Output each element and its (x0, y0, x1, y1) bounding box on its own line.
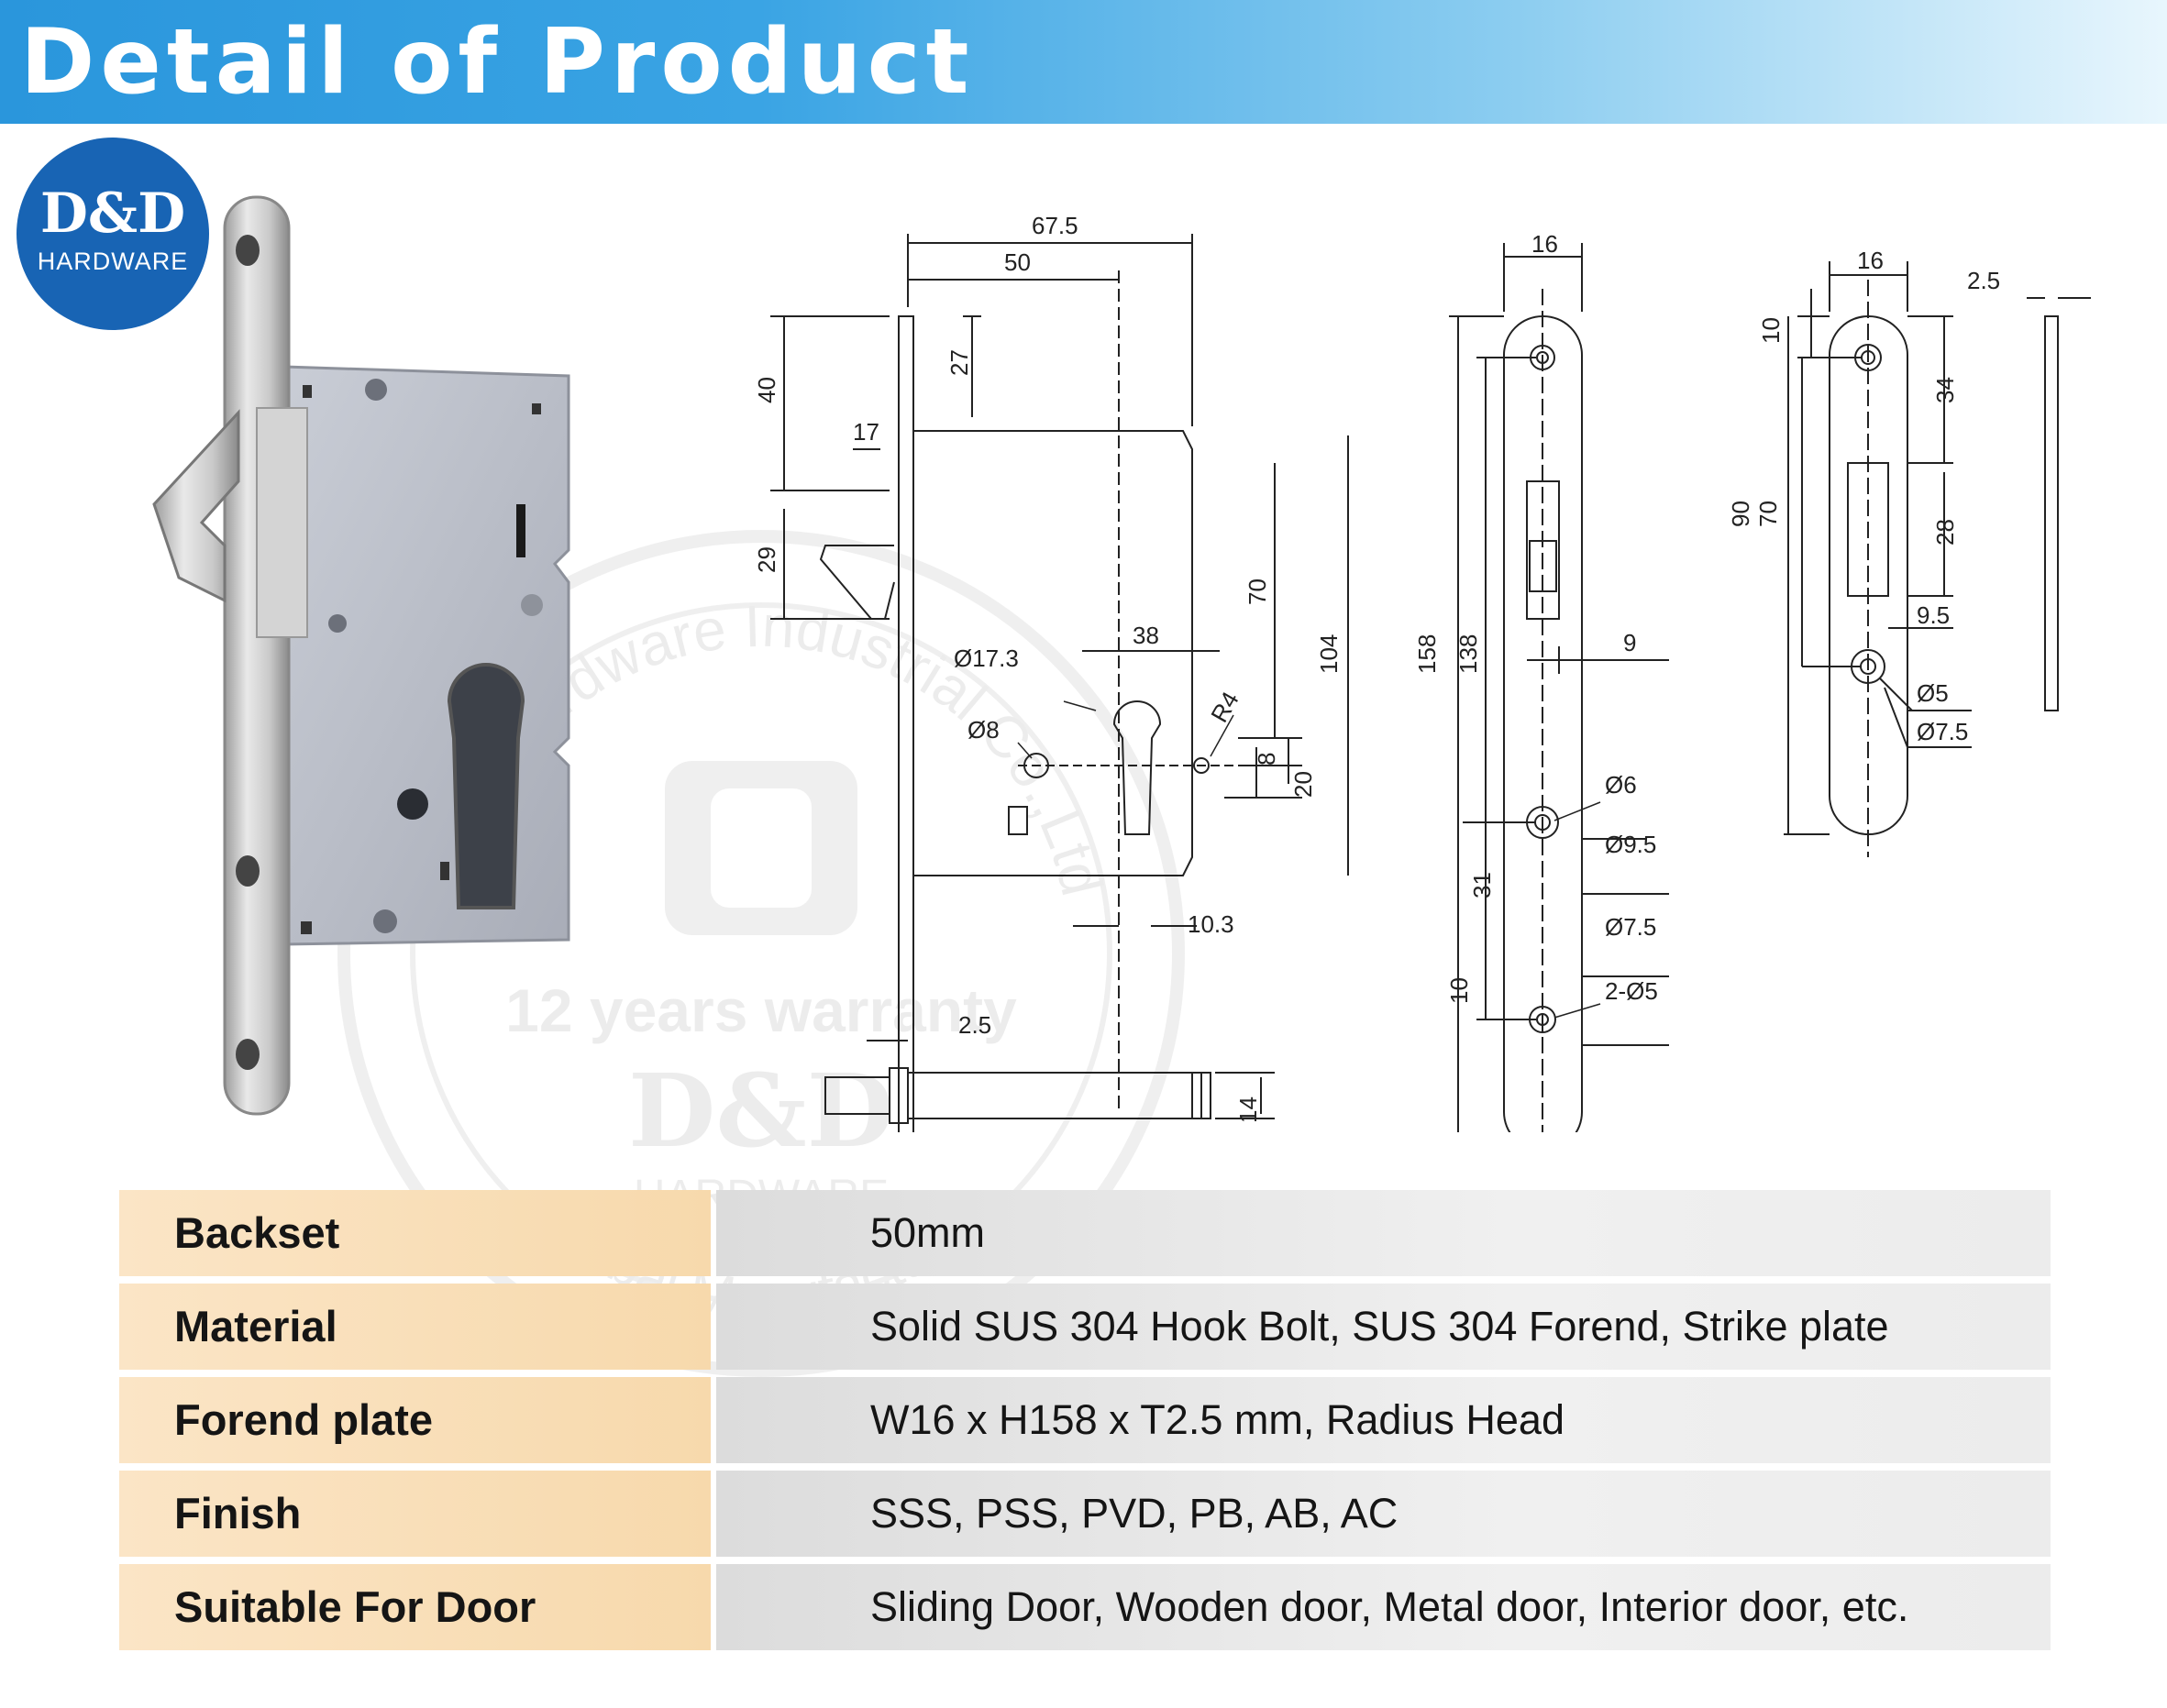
lock-forend-outline (898, 315, 914, 1132)
row-value-cell: Sliding Door, Wooden door, Metal door, I… (716, 1564, 2051, 1650)
brand-logo: D&D HARDWARE (17, 138, 209, 330)
technical-drawing: 67.5 50 40 27 17 29 70 104 38 Ø17.3 Ø8 R… (753, 212, 2091, 1132)
dim-27: 27 (945, 349, 973, 376)
dim-forend-9-5: Ø9.5 (1605, 831, 1656, 858)
rivet-icon (373, 909, 397, 933)
row-value: W16 x H158 x T2.5 mm, Radius Head (870, 1396, 1564, 1443)
table-row: Forend plate W16 x H158 x T2.5 mm, Radiu… (119, 1377, 2051, 1463)
dim-29: 29 (753, 546, 780, 573)
dim-40: 40 (753, 377, 780, 403)
dim-2-5: 2.5 (958, 1011, 991, 1039)
product-photo (152, 195, 570, 1116)
row-value-cell: 50mm (716, 1190, 2051, 1276)
row-label-cell: Finish (119, 1471, 711, 1557)
row-label: Suitable For Door (174, 1582, 536, 1631)
dim-50: 50 (1004, 248, 1031, 276)
dim-r4: R4 (1205, 687, 1244, 727)
dim-20: 20 (1289, 771, 1317, 798)
row-value-cell: W16 x H158 x T2.5 mm, Radius Head (716, 1377, 2051, 1463)
dim-8: 8 (1253, 753, 1280, 766)
row-label-cell: Suitable For Door (119, 1564, 711, 1650)
page-title: Detail of Product (20, 10, 975, 115)
hook-bolt (152, 409, 240, 603)
dim-17-3: Ø17.3 (954, 645, 1019, 672)
dim-17: 17 (853, 418, 879, 446)
cylinder-hole (447, 663, 525, 909)
dim-14: 14 (1234, 1096, 1262, 1123)
dim-strike-5: Ø5 (1917, 679, 1949, 707)
dim-38: 38 (1133, 622, 1159, 649)
forend-plate (223, 195, 291, 1116)
screw-hole-icon (236, 855, 260, 887)
row-value: Sliding Door, Wooden door, Metal door, I… (870, 1583, 1909, 1630)
dim-strike-9-5: 9.5 (1917, 601, 1950, 629)
row-label: Finish (174, 1489, 302, 1537)
dim-forend-6: Ø6 (1605, 771, 1637, 799)
dim-forend-2-5dia: 2-Ø5 (1605, 977, 1658, 1005)
row-value: Solid SUS 304 Hook Bolt, SUS 304 Forend,… (870, 1303, 1889, 1350)
spec-table: Backset 50mm Material Solid SUS 304 Hook… (119, 1190, 2051, 1658)
dim-70: 70 (1244, 579, 1271, 605)
dim-forend-10: 10 (1445, 977, 1473, 1004)
dim-forend-138: 138 (1454, 634, 1482, 674)
strike-side-outline (2044, 315, 2059, 711)
dim-forend-158: 158 (1413, 634, 1441, 674)
row-value-cell: Solid SUS 304 Hook Bolt, SUS 304 Forend,… (716, 1284, 2051, 1370)
row-label-cell: Backset (119, 1190, 711, 1276)
table-row: Finish SSS, PSS, PVD, PB, AB, AC (119, 1471, 2051, 1557)
logo-subtitle: HARDWARE (37, 248, 189, 275)
screw-hole-icon (236, 1039, 260, 1070)
lock-body-outline (913, 430, 1193, 876)
row-value: SSS, PSS, PVD, PB, AB, AC (870, 1490, 1399, 1537)
dim-8-dia: Ø8 (967, 716, 1000, 744)
dim-strike-34: 34 (1931, 377, 1959, 403)
screw-hole-icon (236, 235, 260, 266)
dim-strike-7-5: Ø7.5 (1917, 718, 1968, 745)
dim-strike-28: 28 (1931, 519, 1959, 545)
header-banner: Detail of Product (0, 0, 2167, 124)
dim-forend-9: 9 (1623, 629, 1636, 656)
dim-67-5: 67.5 (1032, 212, 1078, 239)
row-label-cell: Forend plate (119, 1377, 711, 1463)
dim-forend-16: 16 (1531, 230, 1558, 258)
lock-case (282, 365, 570, 946)
row-value: 50mm (870, 1209, 986, 1256)
dim-strike-70: 70 (1754, 501, 1782, 527)
dim-104: 104 (1315, 634, 1343, 674)
table-row: Suitable For Door Sliding Door, Wooden d… (119, 1564, 2051, 1650)
table-row: Backset 50mm (119, 1190, 2051, 1276)
row-label: Backset (174, 1208, 340, 1257)
dim-forend-31: 31 (1468, 872, 1496, 898)
row-label: Material (174, 1302, 337, 1350)
forend-front-outline (1503, 315, 1583, 1132)
row-label-cell: Material (119, 1284, 711, 1370)
dim-strike-90: 90 (1727, 501, 1754, 527)
row-value-cell: SSS, PSS, PVD, PB, AB, AC (716, 1471, 2051, 1557)
dim-forend-7-5: Ø7.5 (1605, 913, 1656, 941)
dim-strike-10: 10 (1757, 317, 1785, 344)
rivet-icon (365, 379, 387, 401)
logo-brand: D&D (39, 182, 186, 246)
dim-strike-2-5: 2.5 (1967, 267, 2000, 294)
table-row: Material Solid SUS 304 Hook Bolt, SUS 30… (119, 1284, 2051, 1370)
row-label: Forend plate (174, 1395, 434, 1444)
dim-strike-16: 16 (1857, 247, 1884, 274)
dim-10-3: 10.3 (1188, 910, 1234, 938)
